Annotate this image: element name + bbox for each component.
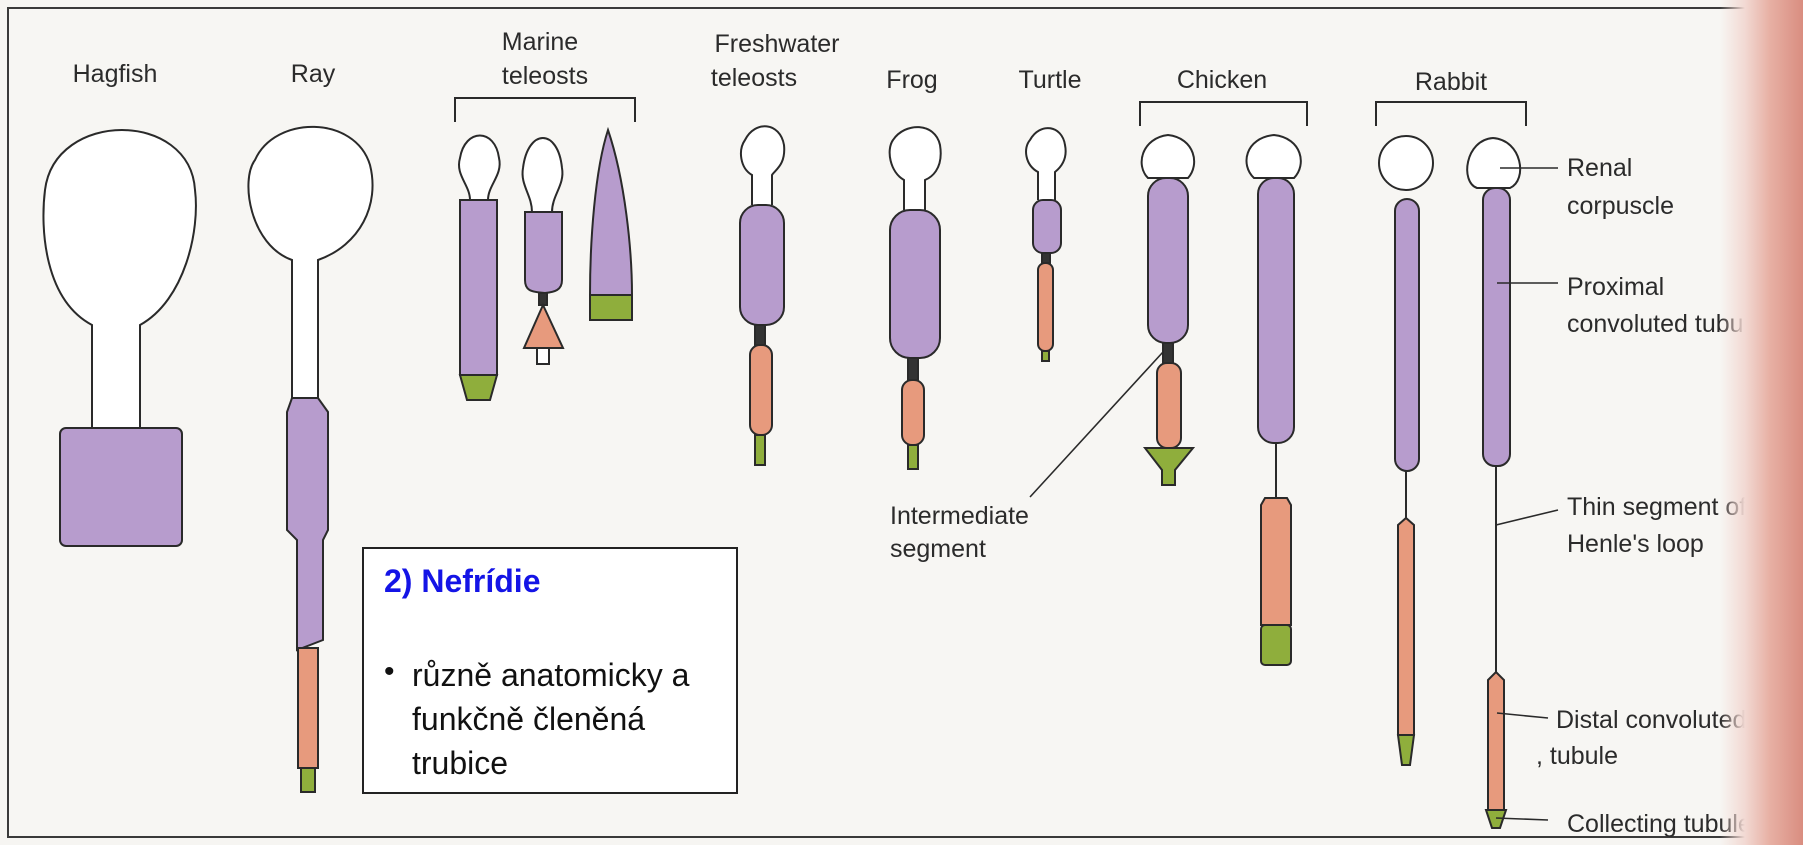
label-ray: Ray bbox=[291, 60, 336, 88]
rabbit-nephron-1 bbox=[1379, 136, 1433, 765]
frog-distal-segment bbox=[902, 380, 924, 445]
freshwater-teleost-corpuscle bbox=[741, 126, 784, 205]
note-bullet-text: různě anatomicky a funkčně členěná trubi… bbox=[412, 653, 732, 785]
turtle-distal-segment bbox=[1038, 263, 1053, 351]
label-freshwater-teleosts-line2: teleosts bbox=[711, 64, 797, 92]
rabbit-1-distal-segment bbox=[1398, 518, 1414, 735]
rabbit-bracket bbox=[1376, 102, 1526, 126]
chicken-2-proximal-segment bbox=[1258, 178, 1294, 443]
label-renal-corpuscle-line1: Renal bbox=[1567, 154, 1632, 182]
chicken-1-proximal-segment bbox=[1148, 178, 1188, 343]
ray-nephron bbox=[248, 127, 372, 792]
leader-thin-segment bbox=[1496, 510, 1558, 525]
marine-teleost-nephron-2 bbox=[523, 138, 563, 364]
frog-proximal-segment bbox=[890, 210, 940, 358]
hagfish-renal-corpuscle bbox=[43, 130, 195, 430]
turtle-corpuscle bbox=[1026, 128, 1066, 200]
turtle-nephron bbox=[1026, 128, 1066, 361]
label-turtle: Turtle bbox=[1019, 66, 1082, 94]
frog-nephron bbox=[890, 127, 941, 469]
frog-collecting-segment bbox=[908, 445, 918, 469]
turtle-intermediate-segment bbox=[1042, 253, 1050, 263]
marine-teleost-2-stalk bbox=[537, 348, 549, 364]
label-thin-segment-line2: Henle's loop bbox=[1567, 530, 1704, 558]
label-distal-line1: Distal convoluted bbox=[1556, 706, 1746, 734]
ray-collecting-segment bbox=[301, 768, 315, 792]
chicken-2-distal-segment bbox=[1261, 498, 1291, 625]
rabbit-1-proximal-segment bbox=[1395, 199, 1419, 471]
marine-teleost-1-collecting-segment bbox=[460, 375, 497, 400]
marine-teleost-3-collecting-segment bbox=[590, 295, 632, 320]
scanned-page-edge bbox=[1720, 0, 1803, 845]
marine-teleost-nephron-3 bbox=[590, 130, 632, 320]
frog-intermediate-segment bbox=[908, 358, 918, 380]
marine-teleost-2-corpuscle bbox=[523, 138, 563, 212]
frog-corpuscle bbox=[890, 127, 941, 210]
chicken-nephron-2 bbox=[1246, 135, 1300, 665]
label-marine-teleosts-line2: teleosts bbox=[502, 62, 588, 90]
chicken-bracket bbox=[1140, 102, 1307, 126]
label-proximal-line1: Proximal bbox=[1567, 273, 1664, 301]
note-title: 2) Nefrídie bbox=[384, 563, 540, 600]
chicken-2-corpuscle bbox=[1246, 135, 1300, 178]
hagfish-nephron bbox=[43, 130, 195, 546]
chicken-nephron-1 bbox=[1142, 135, 1195, 485]
ray-proximal-segment bbox=[287, 398, 328, 650]
ray-distal-segment bbox=[298, 648, 318, 768]
leader-intermediate-segment bbox=[1030, 352, 1163, 497]
chicken-1-intermediate-segment bbox=[1163, 343, 1173, 363]
label-intermediate-line2: segment bbox=[890, 535, 986, 563]
label-distal-line2: , tubule bbox=[1536, 742, 1618, 770]
ray-renal-corpuscle bbox=[248, 127, 372, 400]
marine-teleost-3-proximal-segment bbox=[590, 130, 632, 295]
turtle-proximal-segment bbox=[1033, 200, 1061, 253]
label-rabbit: Rabbit bbox=[1415, 68, 1487, 96]
label-freshwater-teleosts-line1: Freshwater bbox=[714, 30, 839, 58]
freshwater-teleost-collecting-segment bbox=[755, 435, 765, 465]
rabbit-nephron-2 bbox=[1467, 138, 1520, 828]
label-intermediate-line1: Intermediate bbox=[890, 502, 1029, 530]
rabbit-2-distal-segment bbox=[1488, 672, 1504, 810]
marine-teleost-2-proximal-segment bbox=[525, 212, 562, 293]
label-frog: Frog bbox=[886, 66, 937, 94]
label-chicken: Chicken bbox=[1177, 66, 1267, 94]
bullet-marker: • bbox=[384, 655, 395, 689]
hagfish-proximal-segment bbox=[60, 428, 182, 546]
rabbit-2-proximal-segment bbox=[1483, 188, 1510, 466]
chicken-1-distal-segment bbox=[1157, 363, 1181, 448]
rabbit-1-collecting-segment bbox=[1398, 735, 1414, 765]
chicken-1-collecting-segment bbox=[1145, 448, 1193, 485]
chicken-1-corpuscle bbox=[1142, 135, 1195, 178]
marine-teleosts-bracket bbox=[455, 98, 635, 122]
marine-teleost-nephron-1 bbox=[459, 136, 500, 401]
freshwater-teleost-distal-segment bbox=[750, 345, 772, 435]
freshwater-teleost-intermediate-segment bbox=[755, 325, 765, 345]
rabbit-2-corpuscle bbox=[1467, 138, 1520, 188]
label-hagfish: Hagfish bbox=[73, 60, 158, 88]
marine-teleost-1-corpuscle bbox=[459, 136, 500, 201]
marine-teleost-1-proximal-segment bbox=[460, 200, 497, 375]
rabbit-1-corpuscle bbox=[1379, 136, 1433, 190]
marine-teleost-2-distal-segment bbox=[524, 305, 563, 348]
label-marine-teleosts-line1: Marine bbox=[502, 28, 578, 56]
freshwater-teleost-proximal-segment bbox=[740, 205, 784, 325]
turtle-collecting-segment bbox=[1042, 351, 1049, 361]
label-renal-corpuscle-line2: corpuscle bbox=[1567, 192, 1674, 220]
note-box: 2) Nefrídie • různě anatomicky a funkčně… bbox=[362, 547, 738, 794]
chicken-2-collecting-segment bbox=[1261, 625, 1291, 665]
freshwater-teleost-nephron bbox=[740, 126, 784, 465]
